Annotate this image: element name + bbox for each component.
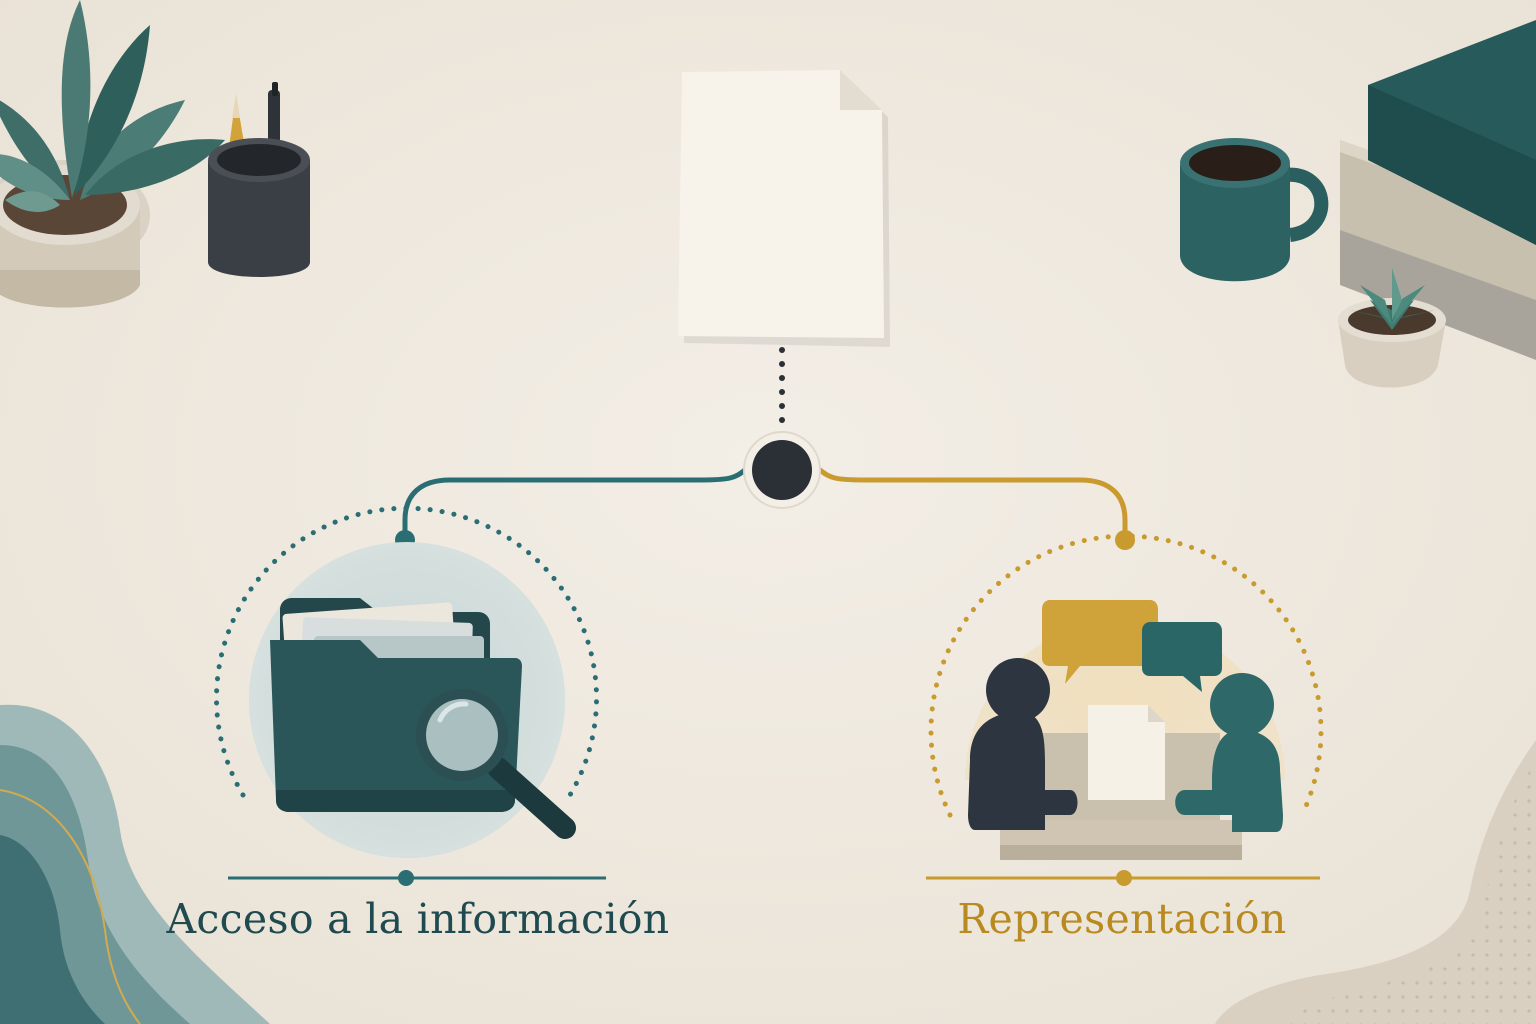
- right-branch-connector: [817, 467, 1128, 543]
- decorative-shape-bottom-right: [1215, 740, 1536, 1024]
- right-dotted-arc: [928, 533, 1324, 818]
- pencil-cup-decoration: [208, 82, 310, 277]
- people-conversation-icon: [968, 600, 1283, 860]
- folder-with-magnifier-icon: [270, 598, 576, 839]
- succulent-decoration: [1338, 268, 1446, 388]
- right-branch-label: Representación: [957, 895, 1287, 943]
- book-stack-decoration: [1340, 20, 1536, 360]
- potted-plant-decoration: [0, 0, 225, 308]
- left-dotted-arc: [214, 505, 599, 798]
- left-label-divider: [228, 870, 606, 886]
- right-branch-node-dot: [1115, 530, 1135, 550]
- decorative-wave-bottom-left: [0, 704, 270, 1024]
- left-branch-label: Acceso a la información: [166, 895, 670, 943]
- right-label-divider: [926, 870, 1320, 886]
- central-hub-node: [743, 431, 821, 509]
- root-document-icon: [678, 70, 890, 347]
- coffee-mug-decoration: [1180, 138, 1329, 282]
